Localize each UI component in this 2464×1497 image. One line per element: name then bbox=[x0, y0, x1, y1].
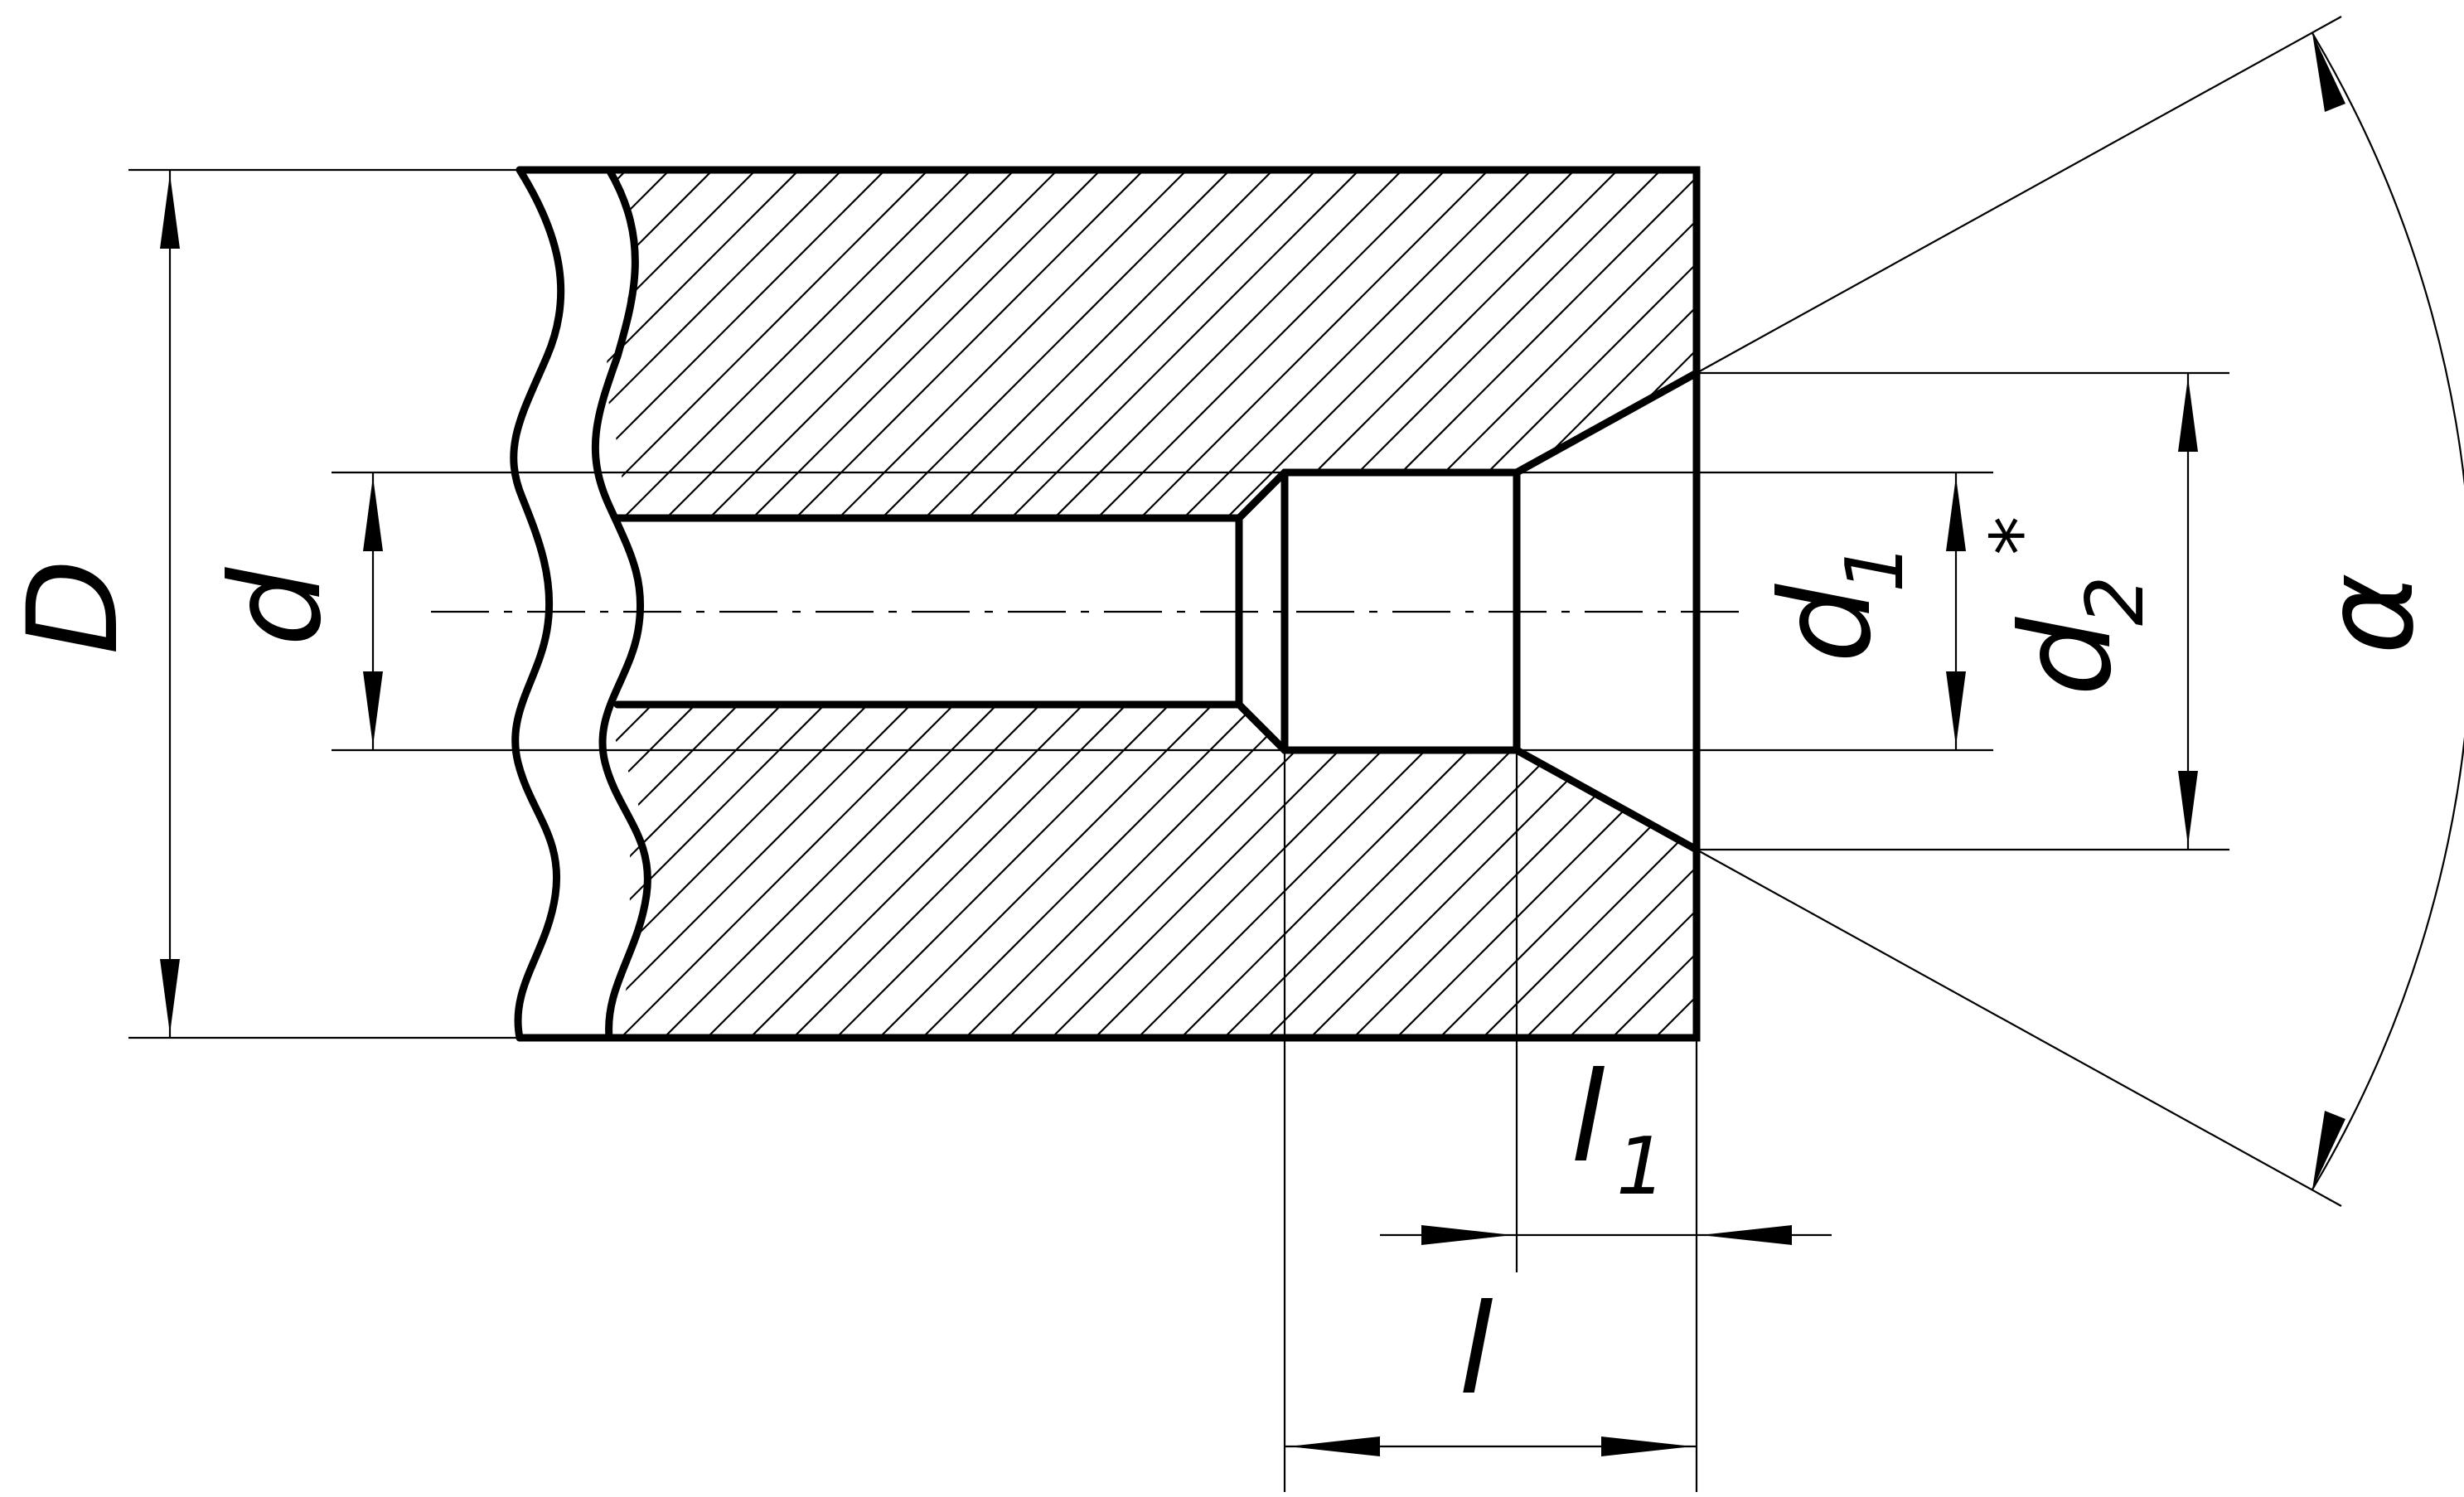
hatch-line bbox=[666, 170, 1697, 1038]
extension-lines bbox=[128, 16, 2342, 1492]
break-line-outer bbox=[510, 166, 565, 1042]
hatch-line bbox=[1270, 170, 1697, 1038]
svg-text:d: d bbox=[1755, 584, 1899, 663]
hatch-line bbox=[606, 170, 883, 1038]
svg-text:1: 1 bbox=[1830, 543, 1921, 593]
hatch-line bbox=[1313, 170, 1697, 1038]
label-l1: l 1 bbox=[1571, 1046, 1666, 1213]
hatch-line bbox=[1184, 170, 1697, 1038]
hatch-line bbox=[1011, 170, 1697, 1038]
hatch-line bbox=[1356, 170, 1697, 1038]
hatch-line bbox=[606, 170, 711, 1038]
hatch-line bbox=[1054, 170, 1697, 1038]
hatch-line bbox=[606, 170, 1099, 1038]
hatch-line bbox=[606, 170, 1358, 1038]
label-d2: d 2 * bbox=[1975, 516, 2161, 697]
hatch-line bbox=[606, 170, 797, 1038]
hatch-line bbox=[1442, 170, 1697, 1038]
hatch-line bbox=[606, 170, 1487, 1038]
hatch-line bbox=[606, 170, 1573, 1038]
label-alpha: α bbox=[2297, 573, 2442, 655]
hatch-line bbox=[1227, 170, 1697, 1038]
label-D: D bbox=[2, 559, 146, 655]
label-d: d bbox=[205, 567, 349, 647]
svg-text:d: d bbox=[1995, 617, 2139, 696]
svg-text:1: 1 bbox=[1616, 1122, 1666, 1213]
hatch-line bbox=[606, 170, 1013, 1038]
labels: D d d 1 d 2 * α l 1 l bbox=[2, 516, 2442, 1423]
hatch-line bbox=[606, 170, 840, 1038]
hatch-line bbox=[606, 170, 1616, 1038]
hatch-line bbox=[606, 170, 1530, 1038]
label-d1: d 1 bbox=[1755, 543, 1921, 663]
hatch-line bbox=[1485, 170, 1697, 1038]
hatch-line bbox=[606, 170, 1271, 1038]
break-line-inner bbox=[591, 166, 651, 1042]
hatch-line bbox=[882, 170, 1697, 1038]
hatch-line bbox=[839, 170, 1697, 1038]
hatch-line bbox=[606, 170, 1228, 1038]
svg-text:*: * bbox=[1975, 516, 2066, 556]
svg-text:2: 2 bbox=[2070, 576, 2161, 626]
hatch-line bbox=[606, 170, 1056, 1038]
outer-contour bbox=[516, 166, 1701, 1042]
hatch-line bbox=[606, 170, 927, 1038]
hatch-line bbox=[606, 170, 970, 1038]
hatch-line bbox=[796, 170, 1697, 1038]
hatch-line bbox=[606, 170, 1659, 1038]
hatch-line bbox=[709, 170, 1697, 1038]
arrowheads bbox=[160, 33, 2345, 1456]
hatch-line bbox=[606, 170, 1142, 1038]
dim-arc-alpha bbox=[2312, 32, 2464, 1190]
part-outline bbox=[510, 166, 1701, 1042]
hatch-line bbox=[1399, 170, 1697, 1038]
hatch-line bbox=[606, 170, 1314, 1038]
hatch-line bbox=[623, 170, 1697, 1038]
svg-text:l: l bbox=[1571, 1046, 1605, 1190]
hatch-line bbox=[925, 170, 1697, 1038]
hatch-line bbox=[968, 170, 1697, 1038]
hatch-line bbox=[753, 170, 1697, 1038]
hatch-line bbox=[606, 170, 668, 1038]
label-l: l bbox=[1459, 1278, 1493, 1422]
